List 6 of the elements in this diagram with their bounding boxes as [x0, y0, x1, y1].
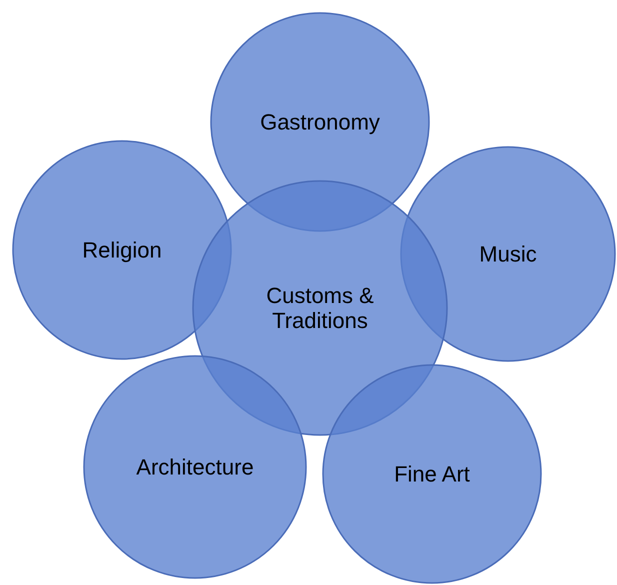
circle-label: Fine Art	[393, 462, 471, 486]
circle-label: Gastronomy	[259, 110, 381, 134]
circle-label: Music	[478, 242, 538, 266]
circle-label: Religion	[81, 238, 163, 262]
circle-label: Customs & Traditions	[265, 283, 375, 333]
circle-label: Architecture	[135, 454, 255, 480]
